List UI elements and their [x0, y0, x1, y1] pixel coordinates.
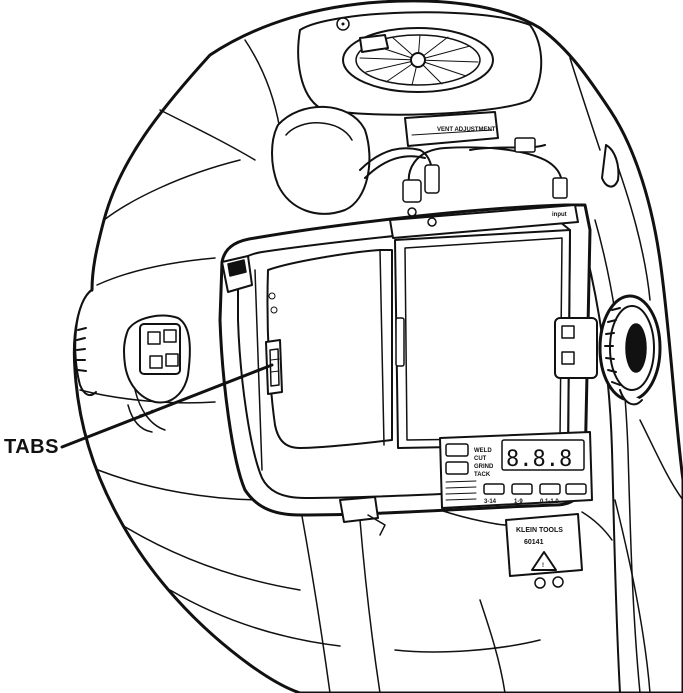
vent-adjustment-text: VENT ADJUSTMENT	[437, 127, 496, 133]
shell-seam	[359, 519, 381, 693]
shell-seam	[103, 159, 241, 221]
mode-2-button[interactable]	[445, 461, 469, 475]
adf-lens-window	[394, 229, 571, 449]
svg-text:!: !	[542, 563, 544, 569]
shell-seam	[639, 419, 683, 501]
control-panel: WELD CUT GRIND TACK 8.8.8 3-14 1-9 0.1-1…	[439, 431, 593, 509]
vent-adjustment-bar	[404, 111, 499, 147]
mode-label-weld: WELD	[474, 448, 492, 454]
shell-seam	[96, 257, 216, 286]
left-edge-grip	[76, 327, 87, 372]
seven-segment-display	[501, 439, 585, 471]
brand-text: KLEIN TOOLS	[516, 527, 563, 534]
shell-seam	[169, 589, 341, 647]
vent-hub	[410, 52, 426, 68]
scale-label: 0.1-1.0	[540, 499, 559, 505]
tabs-callout-label: TABS	[4, 436, 59, 458]
shell-seam	[121, 524, 301, 591]
cable-connector	[514, 137, 536, 153]
mode-label-grind: GRIND	[474, 464, 494, 470]
chin-hole	[534, 577, 546, 589]
grind-button[interactable]	[565, 483, 587, 495]
cables	[359, 137, 568, 203]
display-digits: 8.8.8	[506, 447, 572, 472]
cable	[469, 144, 546, 151]
shell-seam	[614, 499, 651, 693]
chin-hole	[552, 576, 564, 588]
chin-label: KLEIN TOOLS 60141 !	[439, 509, 613, 589]
mode-label-cut: CUT	[474, 456, 487, 462]
mode-label-tack: TACK	[474, 472, 491, 478]
clear-lens-pane	[266, 249, 393, 449]
right-shell-edge	[579, 229, 621, 693]
shade-button[interactable]	[483, 483, 505, 495]
left-headgear-adjuster: DIMLE	[123, 314, 191, 433]
cable-connector	[402, 179, 422, 203]
screw-hole	[427, 217, 437, 227]
shell-seam	[394, 639, 541, 653]
cable-connector	[424, 164, 440, 194]
top-vent: VENT ADJUSTMENT	[297, 11, 543, 147]
mode-1-button[interactable]	[445, 443, 469, 457]
delay-button[interactable]	[539, 483, 561, 495]
battery-pod	[271, 105, 371, 215]
shell-seam	[79, 389, 216, 404]
cable-connector	[552, 177, 568, 199]
top-right-clip	[601, 144, 620, 188]
input-stamp: input	[552, 212, 567, 218]
lens-side-tab	[395, 317, 405, 367]
vent-latch	[359, 34, 389, 53]
cartridge-top-bar	[389, 204, 579, 239]
callout-leader-line	[60, 363, 274, 449]
model-text: 60141	[524, 539, 544, 546]
left-side-bump	[74, 289, 97, 397]
shell-seam	[244, 39, 281, 131]
right-shell-edge-inner	[594, 219, 641, 693]
sens-button[interactable]	[511, 483, 533, 495]
shell-seam	[159, 109, 256, 161]
shell-seam	[479, 599, 506, 693]
screw-hole	[407, 207, 417, 217]
lens-tab	[265, 339, 283, 395]
battery-pod-shape	[271, 105, 371, 215]
right-headgear-knob	[554, 294, 662, 406]
shell-seam	[97, 469, 266, 501]
knob-ridges	[604, 307, 621, 386]
shell-seam	[569, 57, 601, 151]
scale-label: 3-14	[484, 499, 497, 505]
chin-label-plate	[505, 513, 583, 577]
scale-label: 1-9	[514, 499, 523, 505]
shell-seam	[299, 504, 331, 693]
warning-triangle-icon	[531, 551, 557, 571]
